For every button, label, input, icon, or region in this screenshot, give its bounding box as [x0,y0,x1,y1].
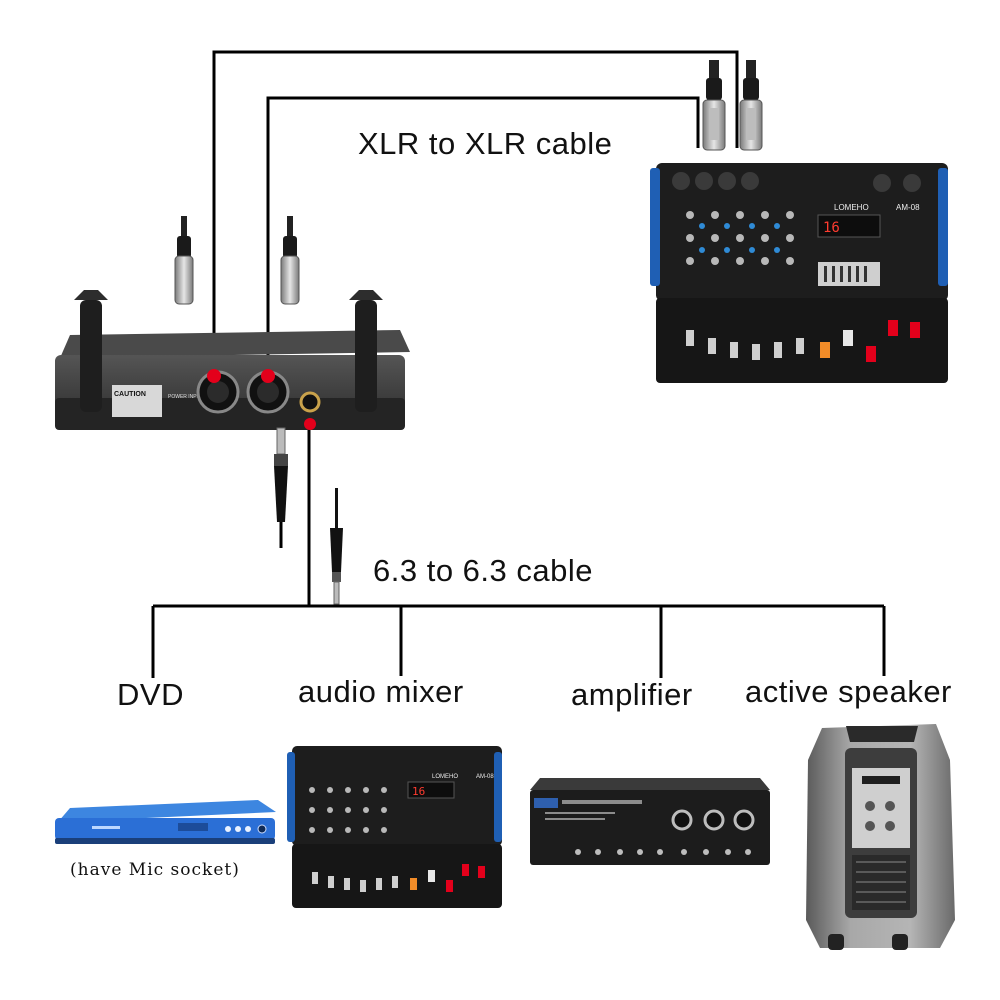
xlr-cable-line-1 [212,50,739,370]
audio-mixer-label: audio mixer [298,674,464,709]
wireless-receiver: CAUTION POWER INPUT DC 5V [55,290,410,430]
mixer-brand: LOMEHO [432,774,458,780]
audio-mixer-small: LOMEHO AM-08 16 [287,746,502,908]
amplifier-label: amplifier [571,677,693,712]
active-speaker [806,724,955,950]
jack-socket [299,391,321,430]
xlr-cable-label: XLR to XLR cable [358,126,613,161]
jack-plug-icon [274,427,288,522]
caution-sticker [112,385,162,417]
cable-lines [151,50,886,678]
xlr-plug-icon [702,60,726,151]
xlr-plug-icon [280,216,300,305]
mixer-display-value: 16 [823,220,840,236]
mixer-model: AM-08 [476,774,494,780]
xlr-plug-icon [174,216,194,305]
active-speaker-label: active speaker [745,674,952,709]
mixer-display [817,214,881,238]
xlr-plug-icon [739,60,763,151]
xlr-socket-2 [246,369,290,414]
mixer-brand: LOMEHO [834,203,869,212]
jack-cable-label: 6.3 to 6.3 cable [373,553,593,588]
antenna-icon [349,290,383,412]
caution-label: CAUTION [114,391,146,398]
antenna-icon [74,290,108,412]
mixer-display-value: 16 [412,785,425,798]
power-label: POWER INPUT DC 5V [168,394,220,400]
dvd-mic-socket-note: (have Mic socket) [70,860,240,880]
jack-plug-icon [330,488,343,605]
amplifier-unit [530,778,770,865]
dvd-label: DVD [117,677,184,712]
xlr-socket-1 [196,369,240,414]
audio-mixer-large: LOMEHO AM-08 16 [650,163,948,383]
dvd-player [55,800,276,844]
xlr-cable-line-2 [266,96,700,370]
mixer-model: AM-08 [896,203,920,212]
